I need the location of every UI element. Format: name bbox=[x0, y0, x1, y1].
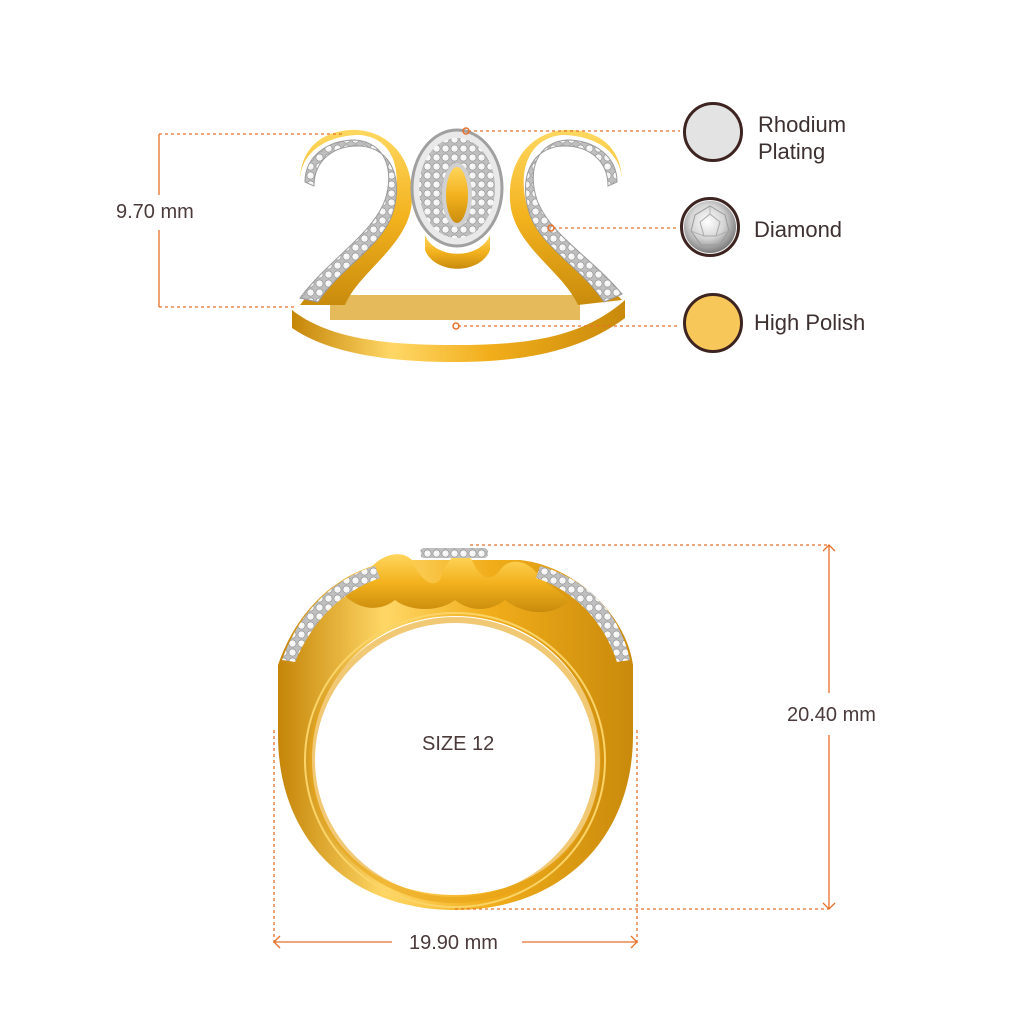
height-side-label: 20.40 mm bbox=[787, 704, 876, 726]
rhodium-plating-swatch bbox=[683, 102, 743, 162]
diamond-swatch bbox=[680, 197, 740, 257]
high-polish-label: High Polish bbox=[754, 310, 866, 335]
ring-right-loop bbox=[509, 129, 622, 305]
legend-leaders bbox=[452, 127, 680, 330]
ring-side-view bbox=[278, 548, 633, 910]
size-label: SIZE 12 bbox=[422, 733, 495, 755]
height-top-label: 9.70 mm bbox=[116, 201, 194, 223]
ring-band-top bbox=[292, 300, 625, 362]
diamond-icon bbox=[684, 201, 736, 253]
rhodium-plating-label: Rhodium Plating bbox=[758, 112, 847, 164]
high-polish-swatch bbox=[683, 293, 743, 353]
diamond-label: Diamond bbox=[754, 217, 843, 242]
width-label: 19.90 mm bbox=[409, 932, 498, 954]
dimension-width bbox=[273, 730, 638, 949]
ring-top-view bbox=[292, 128, 625, 362]
dimension-height-side bbox=[455, 544, 836, 910]
dimension-height-top bbox=[158, 133, 345, 308]
